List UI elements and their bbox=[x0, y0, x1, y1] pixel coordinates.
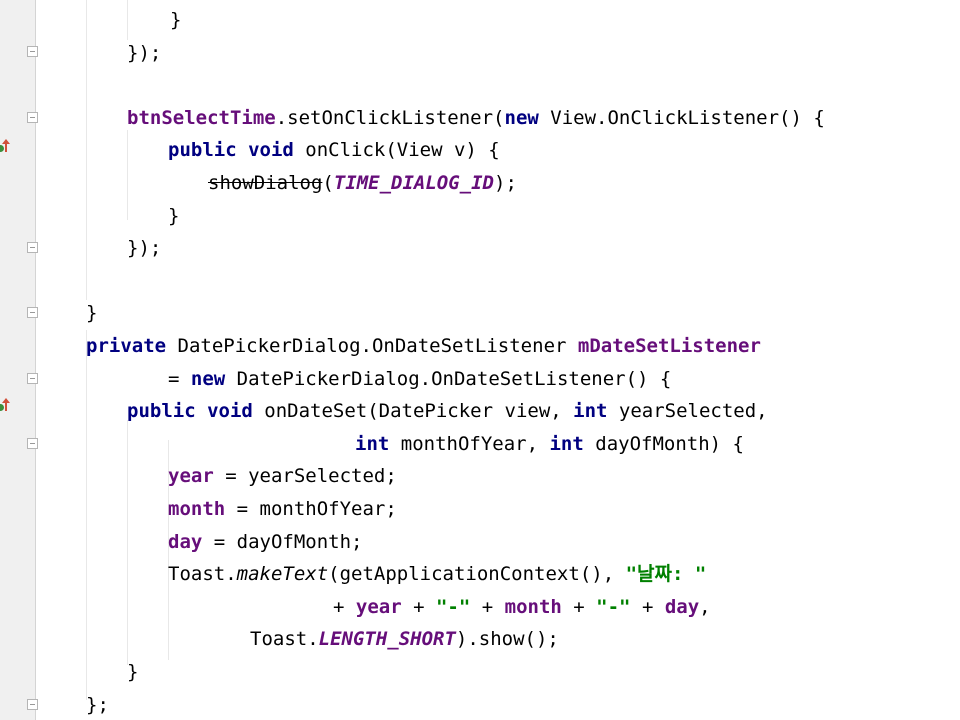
code-line[interactable]: Toast.makeText(getApplicationContext(), … bbox=[168, 558, 706, 590]
field-token: day bbox=[664, 595, 700, 618]
code-line[interactable]: }; bbox=[86, 689, 109, 720]
code-token: }); bbox=[127, 237, 162, 260]
constant-token: TIME_DIALOG_ID bbox=[333, 172, 494, 194]
keyword-token: new bbox=[190, 367, 226, 390]
code-token: + bbox=[470, 595, 505, 618]
code-token: } bbox=[170, 9, 182, 31]
keyword-token: private bbox=[86, 335, 167, 357]
code-line[interactable]: + year + "-" + month + "-" + day, bbox=[333, 591, 711, 623]
indent-guide bbox=[127, 420, 128, 665]
code-line[interactable]: day = dayOfMonth; bbox=[168, 526, 362, 558]
indent-guide bbox=[127, 130, 128, 220]
code-token: }; bbox=[86, 693, 109, 716]
code-token: + bbox=[561, 595, 597, 618]
code-line[interactable]: = new DatePickerDialog.OnDateSetListener… bbox=[168, 363, 671, 395]
fold-marker[interactable] bbox=[27, 373, 38, 384]
code-token: }); bbox=[127, 41, 162, 64]
indent-guide bbox=[86, 330, 87, 700]
code-token: , bbox=[699, 595, 711, 618]
field-token: year bbox=[355, 595, 402, 618]
method-call-token: makeText bbox=[236, 563, 329, 586]
code-token: Toast. bbox=[168, 563, 237, 586]
field-token: year bbox=[168, 465, 214, 488]
code-line[interactable]: } bbox=[86, 297, 97, 329]
code-token: } bbox=[168, 204, 180, 227]
code-token: onDateSet(DatePicker view, bbox=[252, 400, 574, 423]
code-line[interactable]: private DatePickerDialog.OnDateSetListen… bbox=[86, 330, 761, 362]
overrides-method-icon[interactable] bbox=[0, 139, 12, 154]
code-token: ( bbox=[322, 172, 334, 194]
fold-marker[interactable] bbox=[27, 46, 38, 57]
code-token: = yearSelected; bbox=[213, 465, 397, 488]
deprecated-call-token: showDialog bbox=[208, 172, 323, 194]
field-token: day bbox=[168, 530, 203, 553]
code-token: monthOfYear, bbox=[389, 432, 550, 455]
fold-marker[interactable] bbox=[27, 307, 38, 318]
constant-token: LENGTH_SHORT bbox=[318, 628, 456, 651]
code-token: = bbox=[168, 367, 191, 390]
code-token: Toast. bbox=[250, 628, 319, 651]
arrow-up-icon bbox=[2, 139, 10, 152]
field-token: btnSelectTime bbox=[127, 106, 276, 129]
circle-icon bbox=[0, 145, 4, 152]
code-token: yearSelected, bbox=[607, 400, 768, 423]
code-line[interactable]: int monthOfYear, int dayOfMonth) { bbox=[355, 428, 744, 460]
code-token: } bbox=[127, 661, 139, 683]
code-token: (getApplicationContext(), bbox=[328, 563, 626, 586]
indent-guide bbox=[86, 0, 87, 300]
code-line[interactable]: }); bbox=[127, 37, 161, 69]
fold-marker[interactable] bbox=[27, 112, 38, 123]
code-line[interactable]: btnSelectTime.setOnClickListener(new Vie… bbox=[127, 102, 825, 134]
code-line[interactable]: }); bbox=[127, 232, 161, 264]
string-literal: "-" bbox=[435, 595, 471, 618]
string-literal: "-" bbox=[596, 595, 631, 618]
fold-marker[interactable] bbox=[27, 242, 38, 253]
code-token: onClick(View v) { bbox=[293, 139, 500, 162]
code-token: + bbox=[401, 595, 436, 618]
code-token: .setOnClickListener( bbox=[275, 106, 505, 129]
code-line[interactable]: } bbox=[127, 656, 138, 688]
code-line[interactable]: month = monthOfYear; bbox=[168, 493, 397, 525]
code-token: DatePickerDialog.OnDateSetListener bbox=[166, 335, 578, 357]
indent-guide bbox=[168, 440, 169, 660]
keyword-token: int bbox=[573, 400, 608, 423]
code-token: + bbox=[333, 595, 356, 618]
code-line[interactable]: public void onDateSet(DatePicker view, i… bbox=[127, 395, 768, 427]
code-line[interactable]: Toast.LENGTH_SHORT).show(); bbox=[250, 623, 559, 655]
code-line[interactable]: } bbox=[170, 4, 181, 36]
field-token: month bbox=[168, 498, 226, 520]
code-line[interactable]: public void onClick(View v) { bbox=[168, 134, 500, 166]
keyword-token: int bbox=[355, 432, 390, 455]
code-token: = monthOfYear; bbox=[225, 498, 397, 520]
code-token: + bbox=[630, 595, 665, 618]
keyword-token: public void bbox=[127, 400, 253, 423]
field-token: mDateSetListener bbox=[577, 335, 761, 357]
keyword-token: int bbox=[549, 432, 584, 455]
code-token: DatePickerDialog.OnDateSetListener() { bbox=[225, 367, 672, 390]
indent-guide bbox=[127, 0, 128, 40]
string-literal: "날짜: " bbox=[625, 563, 707, 586]
code-token: ).show(); bbox=[455, 628, 559, 651]
fold-marker[interactable] bbox=[27, 438, 38, 449]
circle-icon bbox=[0, 404, 4, 411]
editor-gutter[interactable] bbox=[0, 0, 38, 720]
code-token: dayOfMonth) { bbox=[583, 432, 744, 455]
code-token: ); bbox=[494, 172, 517, 194]
code-token: = dayOfMonth; bbox=[202, 530, 363, 553]
keyword-token: new bbox=[504, 106, 539, 129]
keyword-token: public void bbox=[168, 139, 294, 162]
field-token: month bbox=[504, 595, 562, 618]
code-token: } bbox=[86, 302, 98, 325]
code-line[interactable]: showDialog(TIME_DIALOG_ID); bbox=[208, 167, 517, 199]
overrides-method-icon[interactable] bbox=[0, 398, 12, 413]
code-line[interactable]: year = yearSelected; bbox=[168, 460, 397, 492]
code-token: View.OnClickListener() { bbox=[538, 106, 825, 129]
arrow-up-icon bbox=[2, 398, 10, 411]
code-line[interactable]: } bbox=[168, 200, 179, 232]
fold-marker[interactable] bbox=[27, 699, 38, 710]
